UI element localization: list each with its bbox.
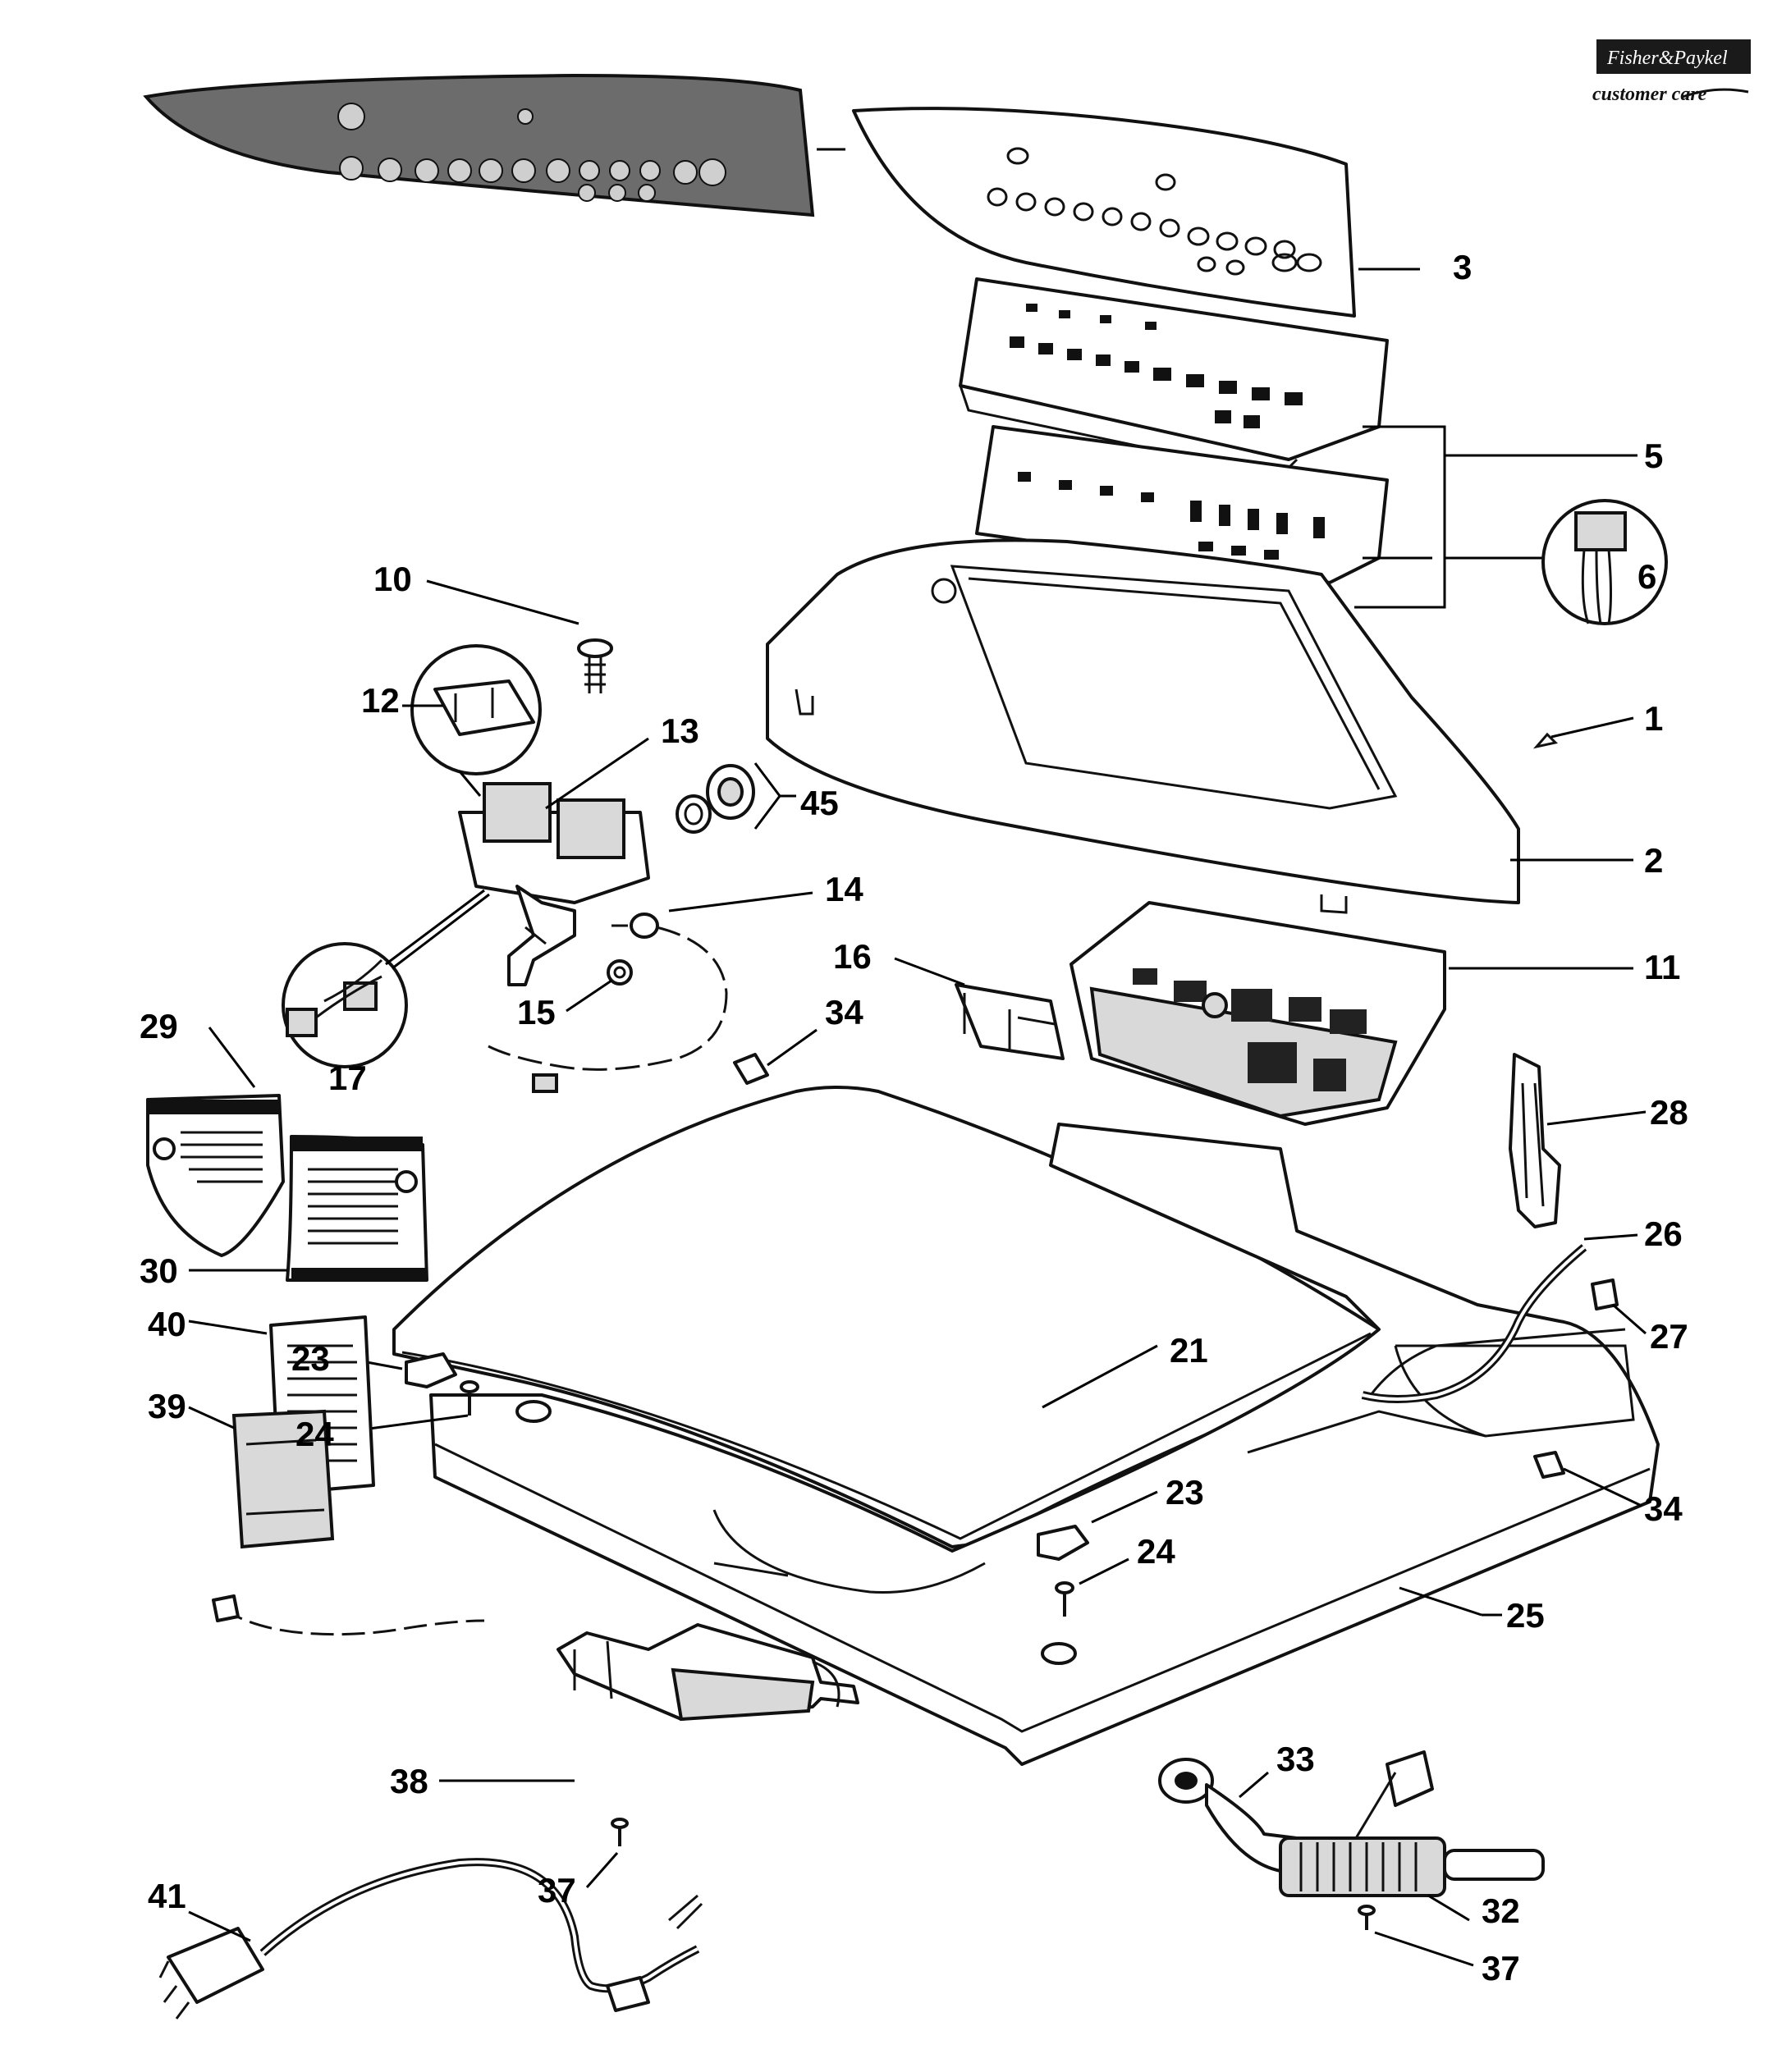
label-37-left: 37 bbox=[538, 1871, 576, 1910]
pressure-switch-assembly bbox=[212, 1594, 859, 1782]
inlet-valve bbox=[458, 737, 650, 986]
side-bracket bbox=[1509, 1053, 1647, 1228]
label-6: 6 bbox=[1637, 557, 1656, 596]
label-13: 13 bbox=[661, 711, 699, 750]
part-number-labels: 3 5 6 1 2 10 12 13 45 14 16 34 15 17 11 … bbox=[140, 248, 1688, 1987]
label-23-left: 23 bbox=[291, 1339, 330, 1378]
label-25: 25 bbox=[1506, 1596, 1545, 1635]
power-cord bbox=[158, 1858, 703, 2019]
label-2: 2 bbox=[1644, 841, 1663, 880]
console-housing bbox=[766, 538, 1520, 914]
label-23-right: 23 bbox=[1166, 1473, 1204, 1512]
label-17: 17 bbox=[328, 1059, 367, 1097]
sensor-wire bbox=[488, 891, 813, 1093]
label-1: 1 bbox=[1644, 699, 1663, 738]
label-16: 16 bbox=[833, 937, 872, 976]
clip bbox=[1591, 1278, 1647, 1335]
label-40: 40 bbox=[148, 1305, 186, 1343]
label-34-upper: 34 bbox=[825, 993, 863, 1031]
nut bbox=[566, 959, 633, 1013]
screw-37-right bbox=[1358, 1905, 1474, 1967]
label-33: 33 bbox=[1276, 1740, 1315, 1778]
label-26: 26 bbox=[1644, 1214, 1683, 1253]
hose bbox=[1361, 1233, 1638, 1403]
label-27: 27 bbox=[1650, 1317, 1688, 1356]
bracket-callout bbox=[402, 644, 542, 797]
label-34-lower: 34 bbox=[1644, 1489, 1683, 1528]
label-38: 38 bbox=[390, 1762, 428, 1800]
part-34-upper bbox=[733, 1028, 818, 1085]
label-15: 15 bbox=[517, 993, 556, 1031]
label-12: 12 bbox=[361, 681, 400, 720]
screw-1 bbox=[1532, 716, 1634, 749]
label-41: 41 bbox=[148, 1877, 186, 1915]
hinge-bracket bbox=[894, 957, 1065, 1060]
label-11: 11 bbox=[1644, 948, 1680, 986]
warning-labels bbox=[146, 1027, 428, 1282]
label-24-right: 24 bbox=[1137, 1532, 1175, 1571]
label-21: 21 bbox=[1170, 1331, 1208, 1370]
bumper-right bbox=[1037, 1490, 1158, 1561]
connector-callout bbox=[1541, 499, 1668, 625]
label-24-left: 24 bbox=[295, 1415, 334, 1453]
brand-logo-text: Fisher&Paykel bbox=[1606, 48, 1728, 69]
screw-10 bbox=[426, 579, 613, 693]
label-32: 32 bbox=[1482, 1891, 1520, 1930]
parts-bag bbox=[188, 1406, 335, 1549]
screw-37-left bbox=[585, 1818, 629, 1888]
label-14: 14 bbox=[825, 870, 863, 908]
control-module bbox=[1070, 901, 1633, 1126]
label-29: 29 bbox=[140, 1007, 178, 1045]
part-34-lower bbox=[1533, 1451, 1642, 1507]
label-39: 39 bbox=[148, 1387, 186, 1425]
plug-callout bbox=[282, 889, 490, 1068]
fascia-decal bbox=[143, 73, 815, 217]
label-37-right: 37 bbox=[1482, 1949, 1520, 1987]
label-3: 3 bbox=[1453, 248, 1472, 286]
label-5: 5 bbox=[1644, 437, 1663, 475]
label-30: 30 bbox=[140, 1251, 178, 1290]
drain-hose-assembly bbox=[1158, 1750, 1545, 1922]
fascia-overlay bbox=[852, 107, 1356, 318]
bumper-left bbox=[344, 1352, 457, 1388]
gear-washer bbox=[676, 762, 796, 834]
brand-logo: Fisher&Paykel customer care bbox=[1592, 39, 1751, 105]
label-28: 28 bbox=[1650, 1093, 1688, 1132]
label-45: 45 bbox=[800, 784, 839, 822]
top-deck bbox=[429, 1123, 1660, 1766]
display-board-assembly bbox=[959, 277, 1389, 584]
screw-24-right bbox=[1055, 1557, 1129, 1617]
label-10: 10 bbox=[373, 560, 412, 598]
